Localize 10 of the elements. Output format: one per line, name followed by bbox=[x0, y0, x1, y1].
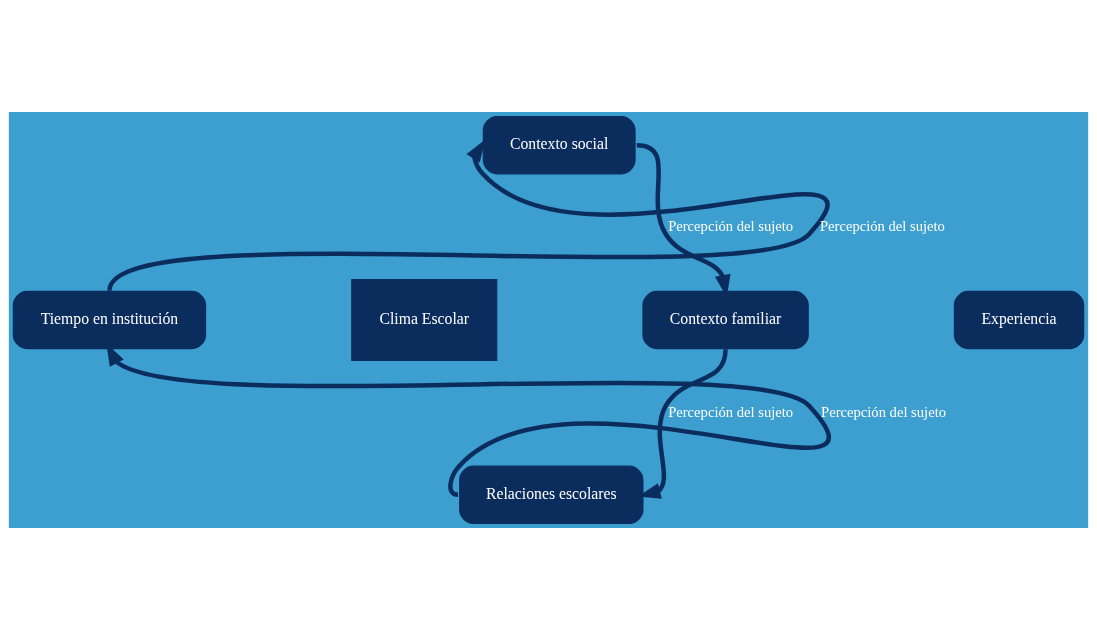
node-box: Experiencia bbox=[953, 290, 1085, 350]
edge-label: Percepción del sujeto bbox=[821, 404, 947, 421]
node-box: Contexto social bbox=[482, 115, 636, 175]
edge-label: Percepción del sujeto bbox=[668, 217, 794, 234]
node-box: Clima Escolar bbox=[351, 278, 498, 362]
node-box: Relaciones escolares bbox=[459, 465, 644, 525]
edge-label: Percepción del sujeto bbox=[668, 404, 794, 421]
edge-label: Percepción del sujeto bbox=[819, 217, 945, 234]
node-box: Contexto familiar bbox=[642, 290, 809, 350]
node-box: Tiempo en institución bbox=[12, 290, 207, 350]
